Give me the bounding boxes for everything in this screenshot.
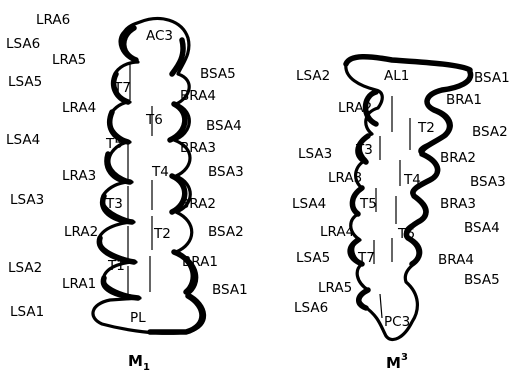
label-lsa4: LSA4	[6, 132, 40, 148]
label-t5: T5	[105, 136, 123, 152]
m1-tooth-diagram	[91, 16, 207, 335]
label-bra2: BRA2	[440, 150, 476, 166]
label-lra6: LRA6	[36, 12, 70, 28]
label-lra4: LRA4	[62, 100, 96, 116]
label-t7: T7	[113, 80, 131, 96]
m3-caption-text: M	[386, 354, 401, 372]
label-bsa1: BSA1	[474, 70, 510, 86]
m1-enamel-lingual	[96, 25, 141, 301]
label-t3: T3	[105, 196, 123, 212]
label-bsa1: BSA1	[212, 282, 248, 298]
label-al1: AL1	[384, 68, 409, 84]
label-bra1: BRA1	[182, 254, 218, 270]
m3-enamel-top	[343, 54, 473, 73]
m3-labels: LSA2 AL1 BSA1 LRA2 BRA1 T2 BSA2 LSA3 T3 …	[292, 68, 510, 330]
m1-caption-subscript: 1	[143, 362, 150, 373]
label-bsa3: BSA3	[470, 174, 506, 190]
label-t1: T1	[107, 258, 125, 274]
label-lra2: LRA2	[64, 224, 98, 240]
label-lra5: LRA5	[52, 52, 86, 68]
m1-caption-text: M	[128, 352, 143, 370]
label-bra2: BRA2	[180, 196, 216, 212]
label-lsa3: LSA3	[298, 146, 332, 162]
m3-dentine-lines	[373, 96, 411, 319]
label-t3: T3	[355, 142, 373, 158]
label-t6: T6	[397, 226, 415, 242]
label-bsa4: BSA4	[464, 220, 500, 236]
label-lsa5: LSA5	[296, 250, 330, 266]
label-lra4: LRA4	[320, 224, 354, 240]
label-lsa5: LSA5	[8, 74, 42, 90]
label-lra5: LRA5	[318, 280, 352, 296]
m1-labels: LRA6 LSA6 AC3 LRA5 BSA5 LSA5 T7 BRA4 LRA…	[6, 12, 248, 326]
m3-caption-superscript: 3	[401, 352, 408, 363]
label-t4: T4	[151, 164, 169, 180]
label-t4: T4	[403, 172, 421, 188]
label-lsa2: LSA2	[8, 260, 42, 276]
label-t7: T7	[357, 250, 375, 266]
label-bra1: BRA1	[446, 92, 482, 108]
label-lra2: LRA2	[338, 100, 372, 116]
label-bra4: BRA4	[180, 88, 216, 104]
m1-dentine-lines	[127, 64, 153, 296]
label-bsa5: BSA5	[200, 66, 236, 82]
m3-enamel-buccal	[403, 69, 474, 267]
label-t5: T5	[359, 196, 377, 212]
m3-caption: M 3	[386, 352, 408, 372]
label-lsa4: LSA4	[292, 196, 326, 212]
m3-enamel-lingual	[347, 89, 379, 311]
label-bsa4: BSA4	[206, 118, 242, 134]
label-bsa3: BSA3	[208, 164, 244, 180]
label-bsa2: BSA2	[472, 124, 508, 140]
label-bra4: BRA4	[438, 252, 474, 268]
m3-tooth-diagram	[343, 54, 474, 342]
label-lsa6: LSA6	[294, 300, 328, 316]
label-t2: T2	[153, 226, 171, 242]
label-t6: T6	[145, 112, 163, 128]
label-lsa3: LSA3	[10, 192, 44, 208]
label-bsa2: BSA2	[208, 224, 244, 240]
label-lsa6: LSA6	[6, 36, 40, 52]
label-pl: PL	[130, 310, 146, 326]
label-pc3: PC3	[384, 314, 410, 330]
label-lra3: LRA3	[328, 170, 362, 186]
label-lra3: LRA3	[62, 168, 96, 184]
label-bra3: BRA3	[180, 140, 216, 156]
label-bsa5: BSA5	[464, 272, 500, 288]
label-lsa1: LSA1	[10, 304, 44, 320]
label-t2: T2	[417, 120, 435, 136]
label-bra3: BRA3	[440, 196, 476, 212]
label-lra1: LRA1	[62, 276, 96, 292]
label-ac3: AC3	[146, 28, 173, 44]
label-lsa2: LSA2	[296, 68, 330, 84]
m1-caption: M 1	[128, 352, 150, 373]
m1-enamel-buccal	[147, 37, 205, 335]
